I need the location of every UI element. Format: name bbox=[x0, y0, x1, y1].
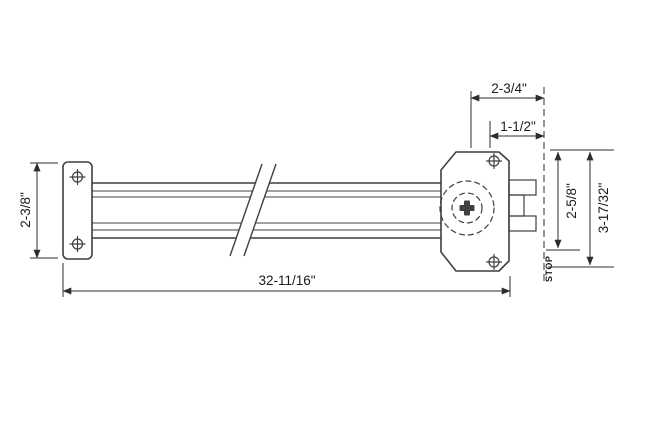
dim-plate-height: 2-3/8" bbox=[18, 162, 58, 259]
dim-bracket-height: 2-5/8" bbox=[546, 149, 614, 251]
left-mounting-plate bbox=[62, 161, 93, 260]
dim-plate-height-label: 2-3/8" bbox=[18, 192, 33, 228]
dim-bracket-inner-offset: 1-1/2" bbox=[489, 119, 545, 148]
mounting-hole-top-left bbox=[69, 168, 86, 186]
mounting-hole-bottom-right bbox=[485, 253, 503, 271]
dim-overall-height: 3-17/32" bbox=[548, 151, 614, 268]
dim-bracket-inner-offset-label: 1-1/2" bbox=[500, 119, 536, 134]
right-bracket bbox=[439, 151, 510, 272]
dim-overall-length-label: 32-11/16" bbox=[258, 273, 315, 288]
mounting-hole-top-right bbox=[485, 152, 503, 170]
dim-bracket-height-label: 2-5/8" bbox=[564, 183, 579, 219]
dim-overall-height-label: 3-17/32" bbox=[596, 183, 611, 234]
mounting-hole-bottom-left bbox=[69, 235, 86, 253]
dim-overall-length: 32-11/16" bbox=[62, 263, 511, 297]
stop-clamp bbox=[508, 179, 537, 232]
adjustment-dial bbox=[439, 180, 495, 236]
dim-bracket-offset-label: 2-3/4" bbox=[491, 81, 527, 96]
dim-bracket-offset: 2-3/4" bbox=[470, 81, 545, 148]
stop-label: STOP bbox=[544, 256, 554, 282]
break-lines bbox=[229, 163, 277, 257]
